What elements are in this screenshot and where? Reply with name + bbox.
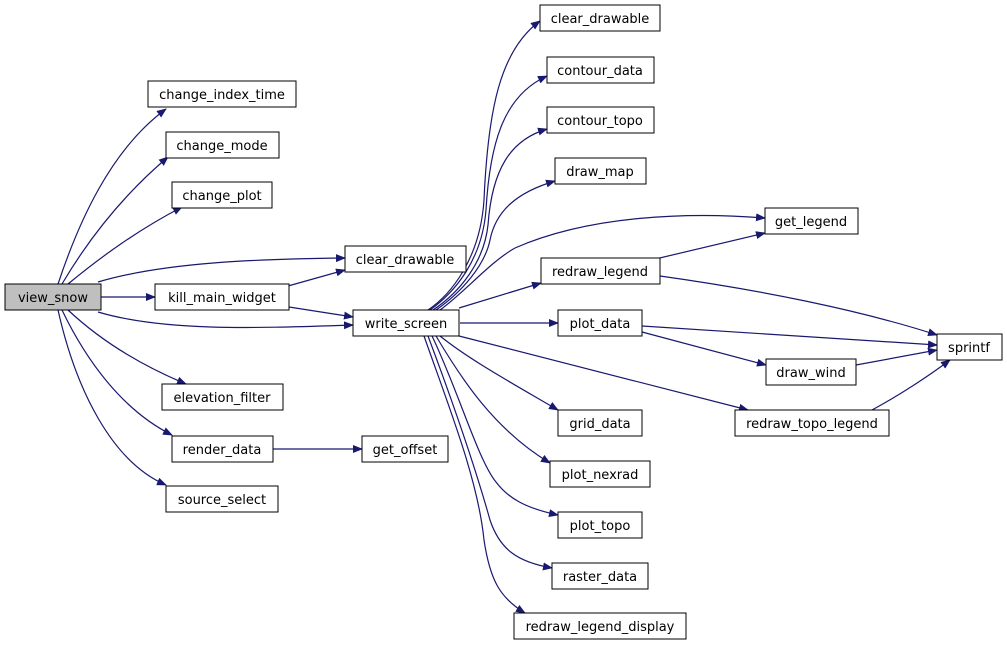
node-sprintf[interactable]: sprintf <box>936 333 1003 361</box>
edge-view-snow-write-screen <box>97 311 354 330</box>
edge-plot-data-draw-wind <box>641 331 767 367</box>
edge-view-snow-change-mode <box>61 156 169 285</box>
node-label: draw_map <box>566 165 634 180</box>
node-layer: view_snow change_index_time change_mode … <box>4 4 1003 640</box>
node-label: plot_nexrad <box>562 468 639 483</box>
node-grid-data[interactable]: grid_data <box>557 409 643 437</box>
node-contour-data[interactable]: contour_data <box>546 56 655 84</box>
node-label: plot_topo <box>570 519 631 534</box>
edge-write-screen-get-legend <box>439 213 766 311</box>
edge-write-screen-clear-drawable <box>427 20 541 311</box>
node-source-select[interactable]: source_select <box>165 485 279 513</box>
node-label: redraw_topo_legend <box>746 417 878 432</box>
node-label: change_plot <box>182 189 261 204</box>
node-label: sprintf <box>948 341 990 356</box>
edge-write-screen-redraw-legend-display <box>423 335 526 614</box>
node-label: draw_wind <box>776 366 845 381</box>
edge-view-snow-clear-drawable <box>97 254 346 283</box>
node-render-data[interactable]: render_data <box>171 435 274 463</box>
node-elevation-filter[interactable]: elevation_filter <box>161 383 284 411</box>
node-label: redraw_legend_display <box>526 620 675 635</box>
node-raster-data[interactable]: raster_data <box>551 562 649 590</box>
node-label: change_index_time <box>159 88 285 103</box>
node-label: plot_data <box>570 317 631 332</box>
edge-layer <box>57 20 951 614</box>
edge-write-screen-draw-map <box>435 179 556 311</box>
edge-view-snow-source-select <box>57 309 167 486</box>
node-clear-drawable-left[interactable]: clear_drawable <box>344 245 467 273</box>
node-label: grid_data <box>569 417 630 432</box>
node-contour-topo[interactable]: contour_topo <box>546 106 655 134</box>
node-label: get_offset <box>373 443 438 458</box>
edge-write-screen-contour-data <box>429 75 548 311</box>
node-label: source_select <box>178 493 266 508</box>
node-label: contour_topo <box>557 114 643 129</box>
node-get-offset[interactable]: get_offset <box>361 435 449 463</box>
node-plot-nexrad[interactable]: plot_nexrad <box>549 460 651 488</box>
edge-draw-wind-sprintf <box>855 347 938 366</box>
edge-write-screen-raster-data <box>427 335 553 571</box>
node-redraw-legend[interactable]: redraw_legend <box>540 257 661 285</box>
edge-view-snow-change-index-time <box>57 108 167 285</box>
edge-write-screen-plot-topo <box>431 335 559 518</box>
edge-write-screen-contour-topo <box>432 127 548 311</box>
node-label: kill_main_widget <box>168 291 276 306</box>
edge-redraw-legend-get-legend <box>646 231 766 262</box>
node-plot-topo[interactable]: plot_topo <box>557 511 643 539</box>
node-change-plot[interactable]: change_plot <box>171 181 273 209</box>
edge-view-snow-change-plot <box>67 206 183 285</box>
node-draw-wind[interactable]: draw_wind <box>765 358 857 386</box>
node-label: raster_data <box>563 570 637 585</box>
node-label: change_mode <box>176 139 267 154</box>
edge-write-screen-grid-data <box>439 335 559 411</box>
edge-plot-data-sprintf <box>641 325 938 349</box>
edge-kill-main-widget-write-screen <box>288 306 354 320</box>
node-label: get_legend <box>775 215 847 230</box>
node-draw-map[interactable]: draw_map <box>554 157 647 185</box>
node-label: clear_drawable <box>356 253 455 268</box>
node-change-index-time[interactable]: change_index_time <box>147 80 297 108</box>
node-label: write_screen <box>365 317 447 332</box>
node-view-snow[interactable]: view_snow <box>4 283 102 311</box>
node-change-mode[interactable]: change_mode <box>165 131 280 159</box>
edge-redraw-topo-legend-sprintf <box>871 359 951 411</box>
node-plot-data[interactable]: plot_data <box>557 309 643 337</box>
node-label: view_snow <box>18 291 88 306</box>
node-label: elevation_filter <box>174 391 272 406</box>
node-redraw-legend-display[interactable]: redraw_legend_display <box>513 612 687 640</box>
node-clear-drawable-top[interactable]: clear_drawable <box>539 4 661 32</box>
node-label: clear_drawable <box>551 12 650 27</box>
node-label: redraw_legend <box>552 265 648 280</box>
edge-view-snow-elevation-filter <box>67 309 187 385</box>
node-write-screen[interactable]: write_screen <box>352 309 460 337</box>
node-get-legend[interactable]: get_legend <box>764 207 859 235</box>
node-label: contour_data <box>557 64 643 79</box>
edge-write-screen-plot-nexrad <box>435 335 551 464</box>
edge-redraw-legend-sprintf <box>659 275 938 337</box>
node-redraw-topo-legend[interactable]: redraw_topo_legend <box>734 409 890 437</box>
edge-view-snow-render-data <box>61 309 173 436</box>
edge-write-screen-redraw-topo-legend <box>458 335 749 412</box>
edge-write-screen-redraw-legend <box>458 281 542 309</box>
node-label: render_data <box>183 443 262 458</box>
edge-kill-main-widget-clear-drawable <box>287 268 346 287</box>
node-kill-main-widget[interactable]: kill_main_widget <box>154 283 290 311</box>
